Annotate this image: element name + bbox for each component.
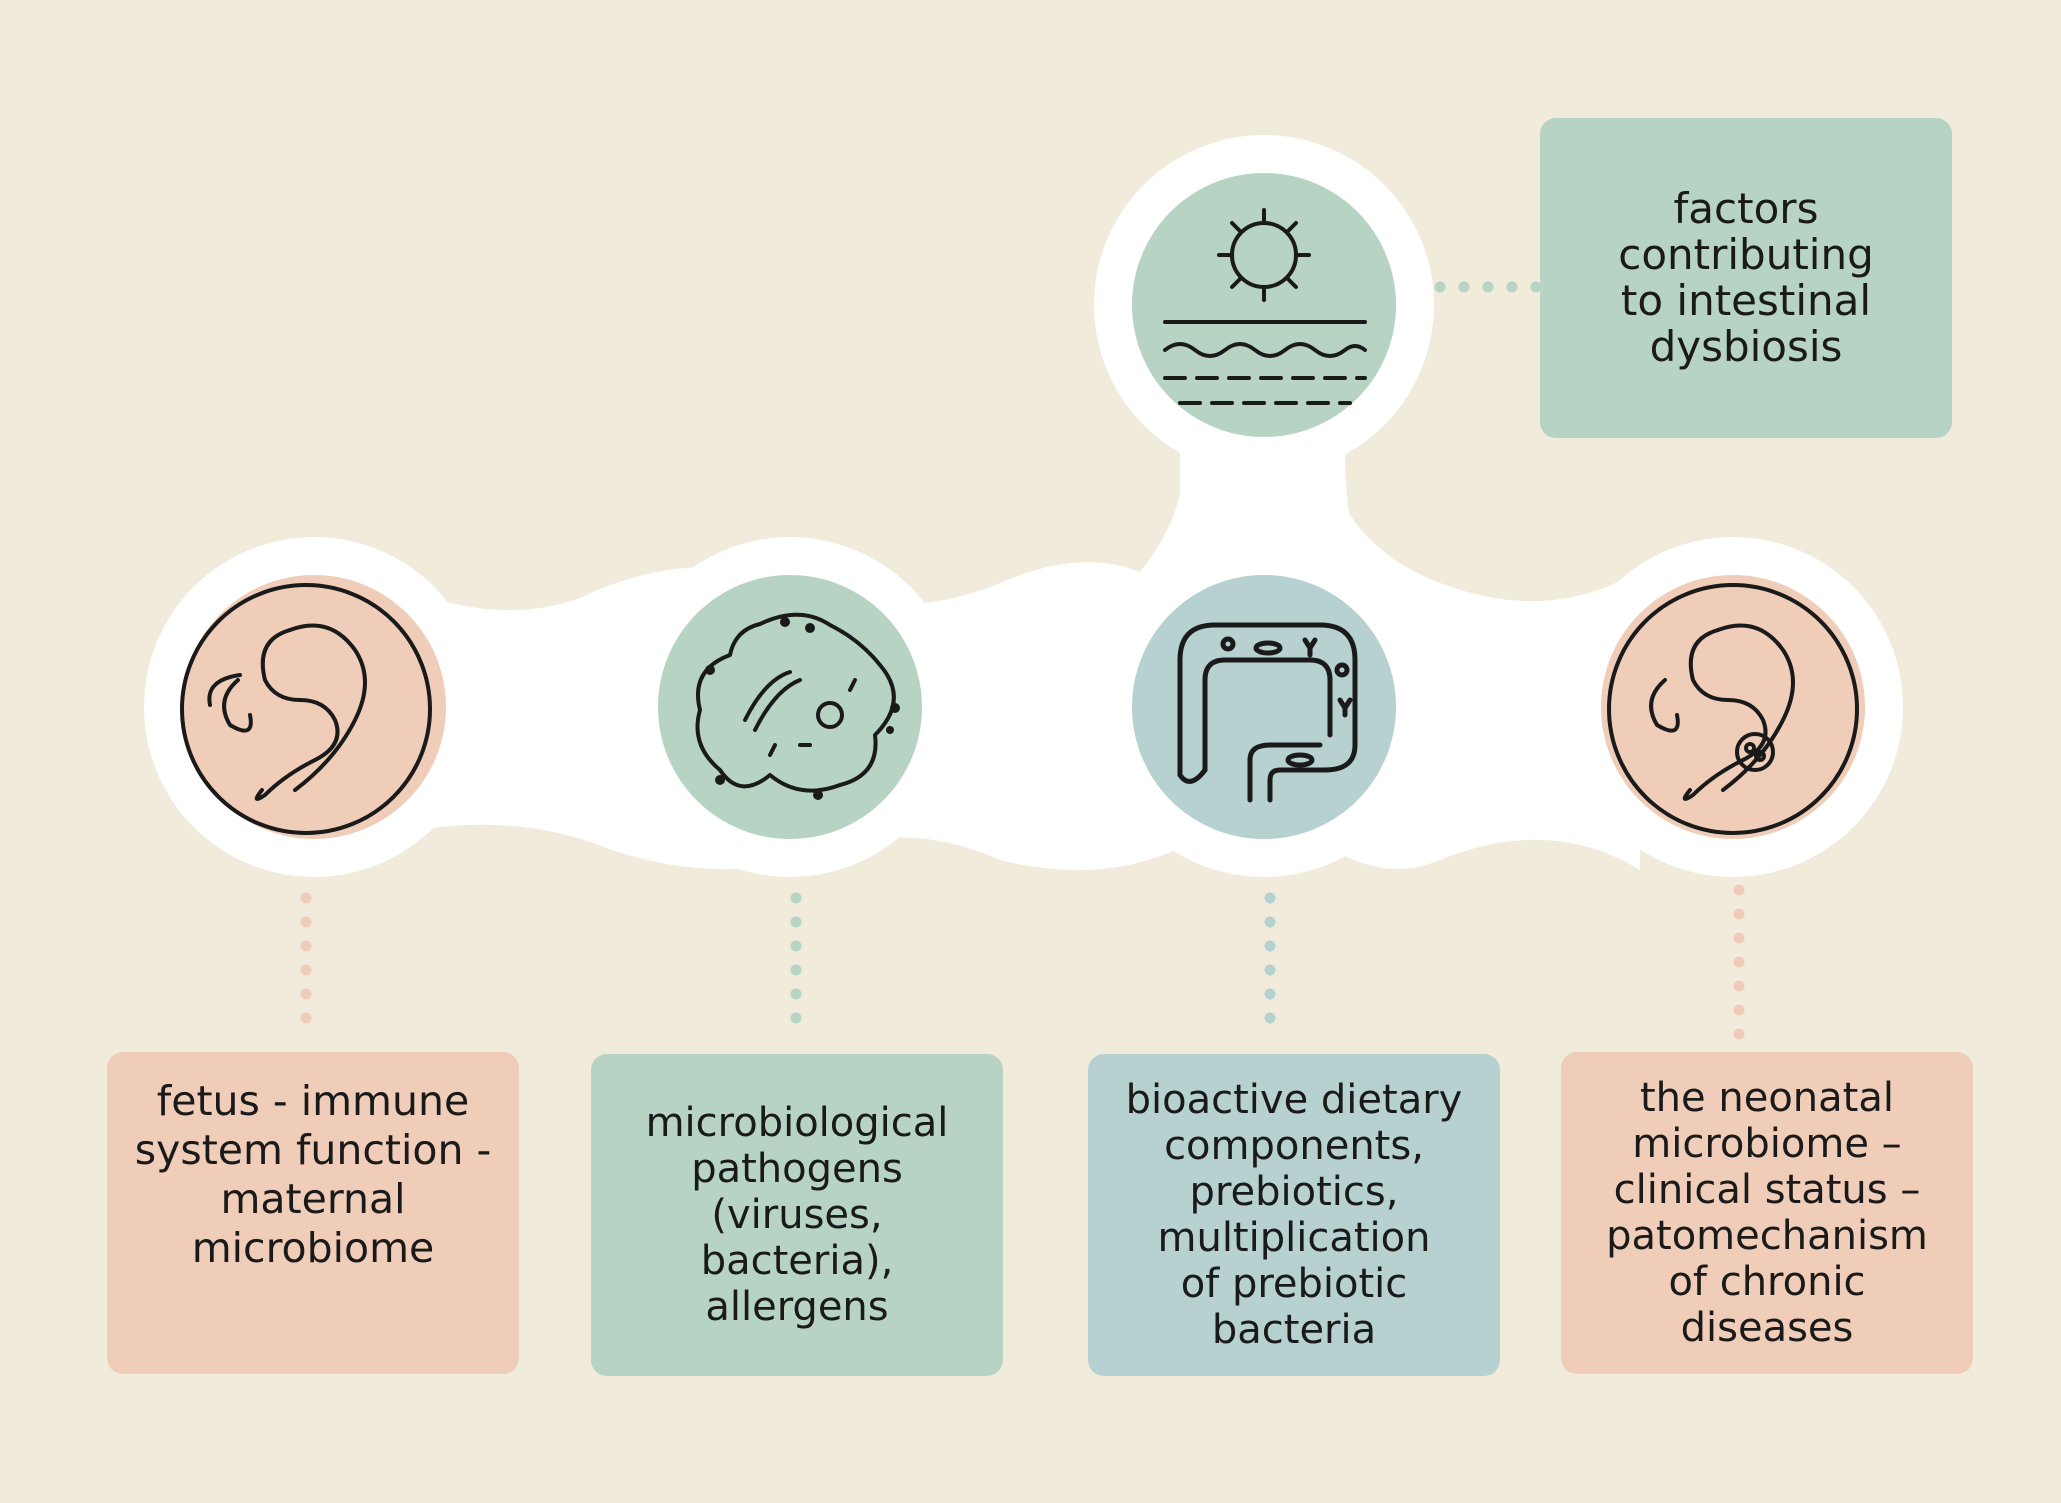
- factors-box: factors contributing to intestinal dysbi…: [1540, 118, 1952, 438]
- node-box-3: bioactive dietary components, prebiotics…: [1088, 1054, 1500, 1376]
- node-box-1: fetus - immune system function - materna…: [107, 1052, 519, 1374]
- microbe-cell-icon: [695, 612, 896, 793]
- node-circle-1: [182, 575, 446, 839]
- node-label-1: fetus - immune system function - materna…: [134, 1077, 492, 1272]
- connector-band: [310, 450, 1640, 871]
- node-label-2: microbiological pathogens (viruses, bact…: [645, 1100, 949, 1330]
- virus-on-intestinal-barrier-icon: [1163, 208, 1367, 405]
- microbe-dots: [705, 617, 900, 800]
- node-circle-3: [1132, 575, 1396, 839]
- node-circle-top: [1132, 173, 1396, 437]
- node-circle-4: [1601, 575, 1865, 839]
- node-box-4: the neonatal microbiome – clinical statu…: [1561, 1052, 1973, 1374]
- factors-label: factors contributing to intestinal dysbi…: [1618, 184, 1874, 371]
- node-label-4: the neonatal microbiome – clinical statu…: [1606, 1075, 1928, 1351]
- intestine-icon: [1177, 622, 1358, 803]
- fetus-icon: [180, 583, 432, 835]
- node-box-2: microbiological pathogens (viruses, bact…: [591, 1054, 1003, 1376]
- node-label-3: bioactive dietary components, prebiotics…: [1125, 1077, 1463, 1353]
- fetus-with-microbiome-icon: [1607, 583, 1859, 835]
